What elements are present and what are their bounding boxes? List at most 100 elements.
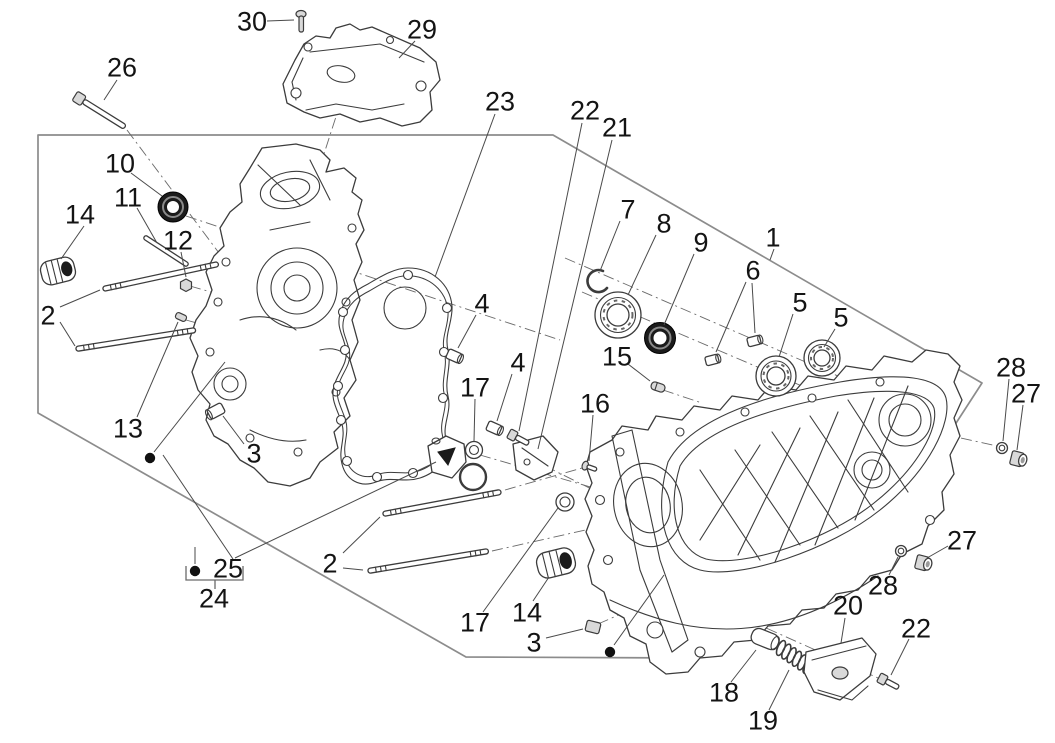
callout-c11[interactable]: 11 xyxy=(114,183,142,213)
callout-c5a[interactable]: 5 xyxy=(792,288,807,318)
callout-leader-line xyxy=(627,363,651,382)
callout-c18[interactable]: 18 xyxy=(709,678,739,708)
callout-c12[interactable]: 12 xyxy=(163,226,193,256)
part-screw-16 xyxy=(581,460,598,472)
callout-c19[interactable]: 19 xyxy=(748,706,778,736)
callout-c28T[interactable]: 28 xyxy=(996,353,1026,383)
callout-leader-line xyxy=(103,79,118,101)
dot-leader-line xyxy=(153,361,226,453)
callout-leader-line xyxy=(715,281,747,353)
callout-leader-line xyxy=(627,234,657,296)
part-oil-seal-9 xyxy=(644,322,676,354)
callout-c6[interactable]: 6 xyxy=(745,256,760,286)
callout-c3L[interactable]: 3 xyxy=(246,439,261,469)
part-crankcase-left-half xyxy=(189,143,365,487)
callout-leader-line xyxy=(60,225,85,260)
callout-c20[interactable]: 20 xyxy=(833,591,863,621)
callout-leader-line xyxy=(434,113,496,278)
part-pin-13 xyxy=(174,312,188,322)
callout-leader-line xyxy=(59,289,101,308)
callout-c17b[interactable]: 17 xyxy=(460,608,490,638)
callout-c16[interactable]: 16 xyxy=(580,389,610,419)
part-bush-14-left xyxy=(39,256,77,286)
callout-leader-line xyxy=(751,282,756,334)
part-pin-15 xyxy=(650,381,666,393)
callout-leader-line xyxy=(890,638,910,676)
callout-c17a[interactable]: 17 xyxy=(460,373,490,403)
part-dowel-6a xyxy=(704,353,722,367)
callout-c22T[interactable]: 22 xyxy=(570,96,600,126)
callout-c21[interactable]: 21 xyxy=(602,113,632,143)
assembly-dot xyxy=(604,646,616,658)
part-pin-11 xyxy=(143,235,189,267)
callout-leader-line xyxy=(162,454,234,560)
callout-leader-line xyxy=(234,461,437,559)
callout-c13[interactable]: 13 xyxy=(113,414,143,444)
callout-c30[interactable]: 30 xyxy=(237,7,267,37)
part-bush-14-right xyxy=(535,547,577,579)
part-o-ring xyxy=(458,462,488,492)
part-bolt-26 xyxy=(72,91,127,129)
callout-c27T[interactable]: 27 xyxy=(1011,379,1041,409)
callout-c4b[interactable]: 4 xyxy=(510,348,525,378)
callout-leader-line xyxy=(537,139,613,450)
callout-leader-line xyxy=(342,516,381,554)
part-washer-28-bottom xyxy=(894,544,908,558)
assembly-dot xyxy=(189,565,201,577)
callout-c3R[interactable]: 3 xyxy=(526,628,541,658)
callout-leader-line xyxy=(545,628,584,639)
callout-c7[interactable]: 7 xyxy=(620,195,635,225)
callout-c29[interactable]: 29 xyxy=(407,15,437,45)
callout-c15[interactable]: 15 xyxy=(602,342,632,372)
callout-leader-line xyxy=(130,172,163,197)
assembly-reference-dots xyxy=(144,361,665,658)
callout-c10[interactable]: 10 xyxy=(105,149,135,179)
callout-c14R[interactable]: 14 xyxy=(512,598,542,628)
part-bearing-5b xyxy=(803,339,841,377)
part-circlip-7 xyxy=(586,268,609,294)
part-bolt-27-bottom xyxy=(914,554,933,572)
callout-leader-line xyxy=(266,19,295,22)
part-crankcase-right-half xyxy=(584,349,963,675)
assembly-bracket-24 xyxy=(185,566,244,589)
callout-leader-line xyxy=(222,415,245,445)
callout-c14L[interactable]: 14 xyxy=(65,200,95,230)
callout-c8[interactable]: 8 xyxy=(656,209,671,239)
callout-leader-line xyxy=(769,248,775,261)
callout-c28B[interactable]: 28 xyxy=(868,571,898,601)
callout-leader-line xyxy=(599,220,621,272)
part-belt-cover xyxy=(282,23,441,127)
callout-c1[interactable]: 1 xyxy=(765,223,780,253)
callout-c2B[interactable]: 2 xyxy=(322,549,337,579)
part-dowel-3-left xyxy=(204,402,226,421)
part-bearing-5a xyxy=(755,355,797,397)
part-screw-30 xyxy=(295,9,307,33)
center-line xyxy=(479,454,626,498)
callout-c23[interactable]: 23 xyxy=(485,87,515,117)
center-line xyxy=(597,606,638,625)
callout-c2L[interactable]: 2 xyxy=(40,301,55,331)
callout-leader-line xyxy=(1016,404,1024,451)
callout-leader-line xyxy=(180,251,187,278)
part-bracket-20 xyxy=(803,637,877,701)
part-washer-28-top xyxy=(995,441,1009,455)
part-stud-2d xyxy=(367,548,490,574)
center-line xyxy=(662,389,703,404)
callout-c5b[interactable]: 5 xyxy=(833,303,848,333)
part-bolt-22-top xyxy=(506,428,530,446)
part-washer-17b xyxy=(555,492,575,512)
callout-c27B[interactable]: 27 xyxy=(947,526,977,556)
callout-c25[interactable]: 25 xyxy=(213,554,243,584)
part-stud-2b xyxy=(75,327,197,352)
callout-c9[interactable]: 9 xyxy=(693,228,708,258)
callout-c22B[interactable]: 22 xyxy=(901,614,931,644)
callout-c26[interactable]: 26 xyxy=(107,53,137,83)
callout-leader-line xyxy=(663,253,695,326)
part-dowel-4a xyxy=(445,348,465,365)
callout-c4a[interactable]: 4 xyxy=(474,289,489,319)
callout-c24[interactable]: 24 xyxy=(199,584,229,614)
part-pump-cover xyxy=(427,435,467,479)
part-stud-2c xyxy=(382,489,502,517)
